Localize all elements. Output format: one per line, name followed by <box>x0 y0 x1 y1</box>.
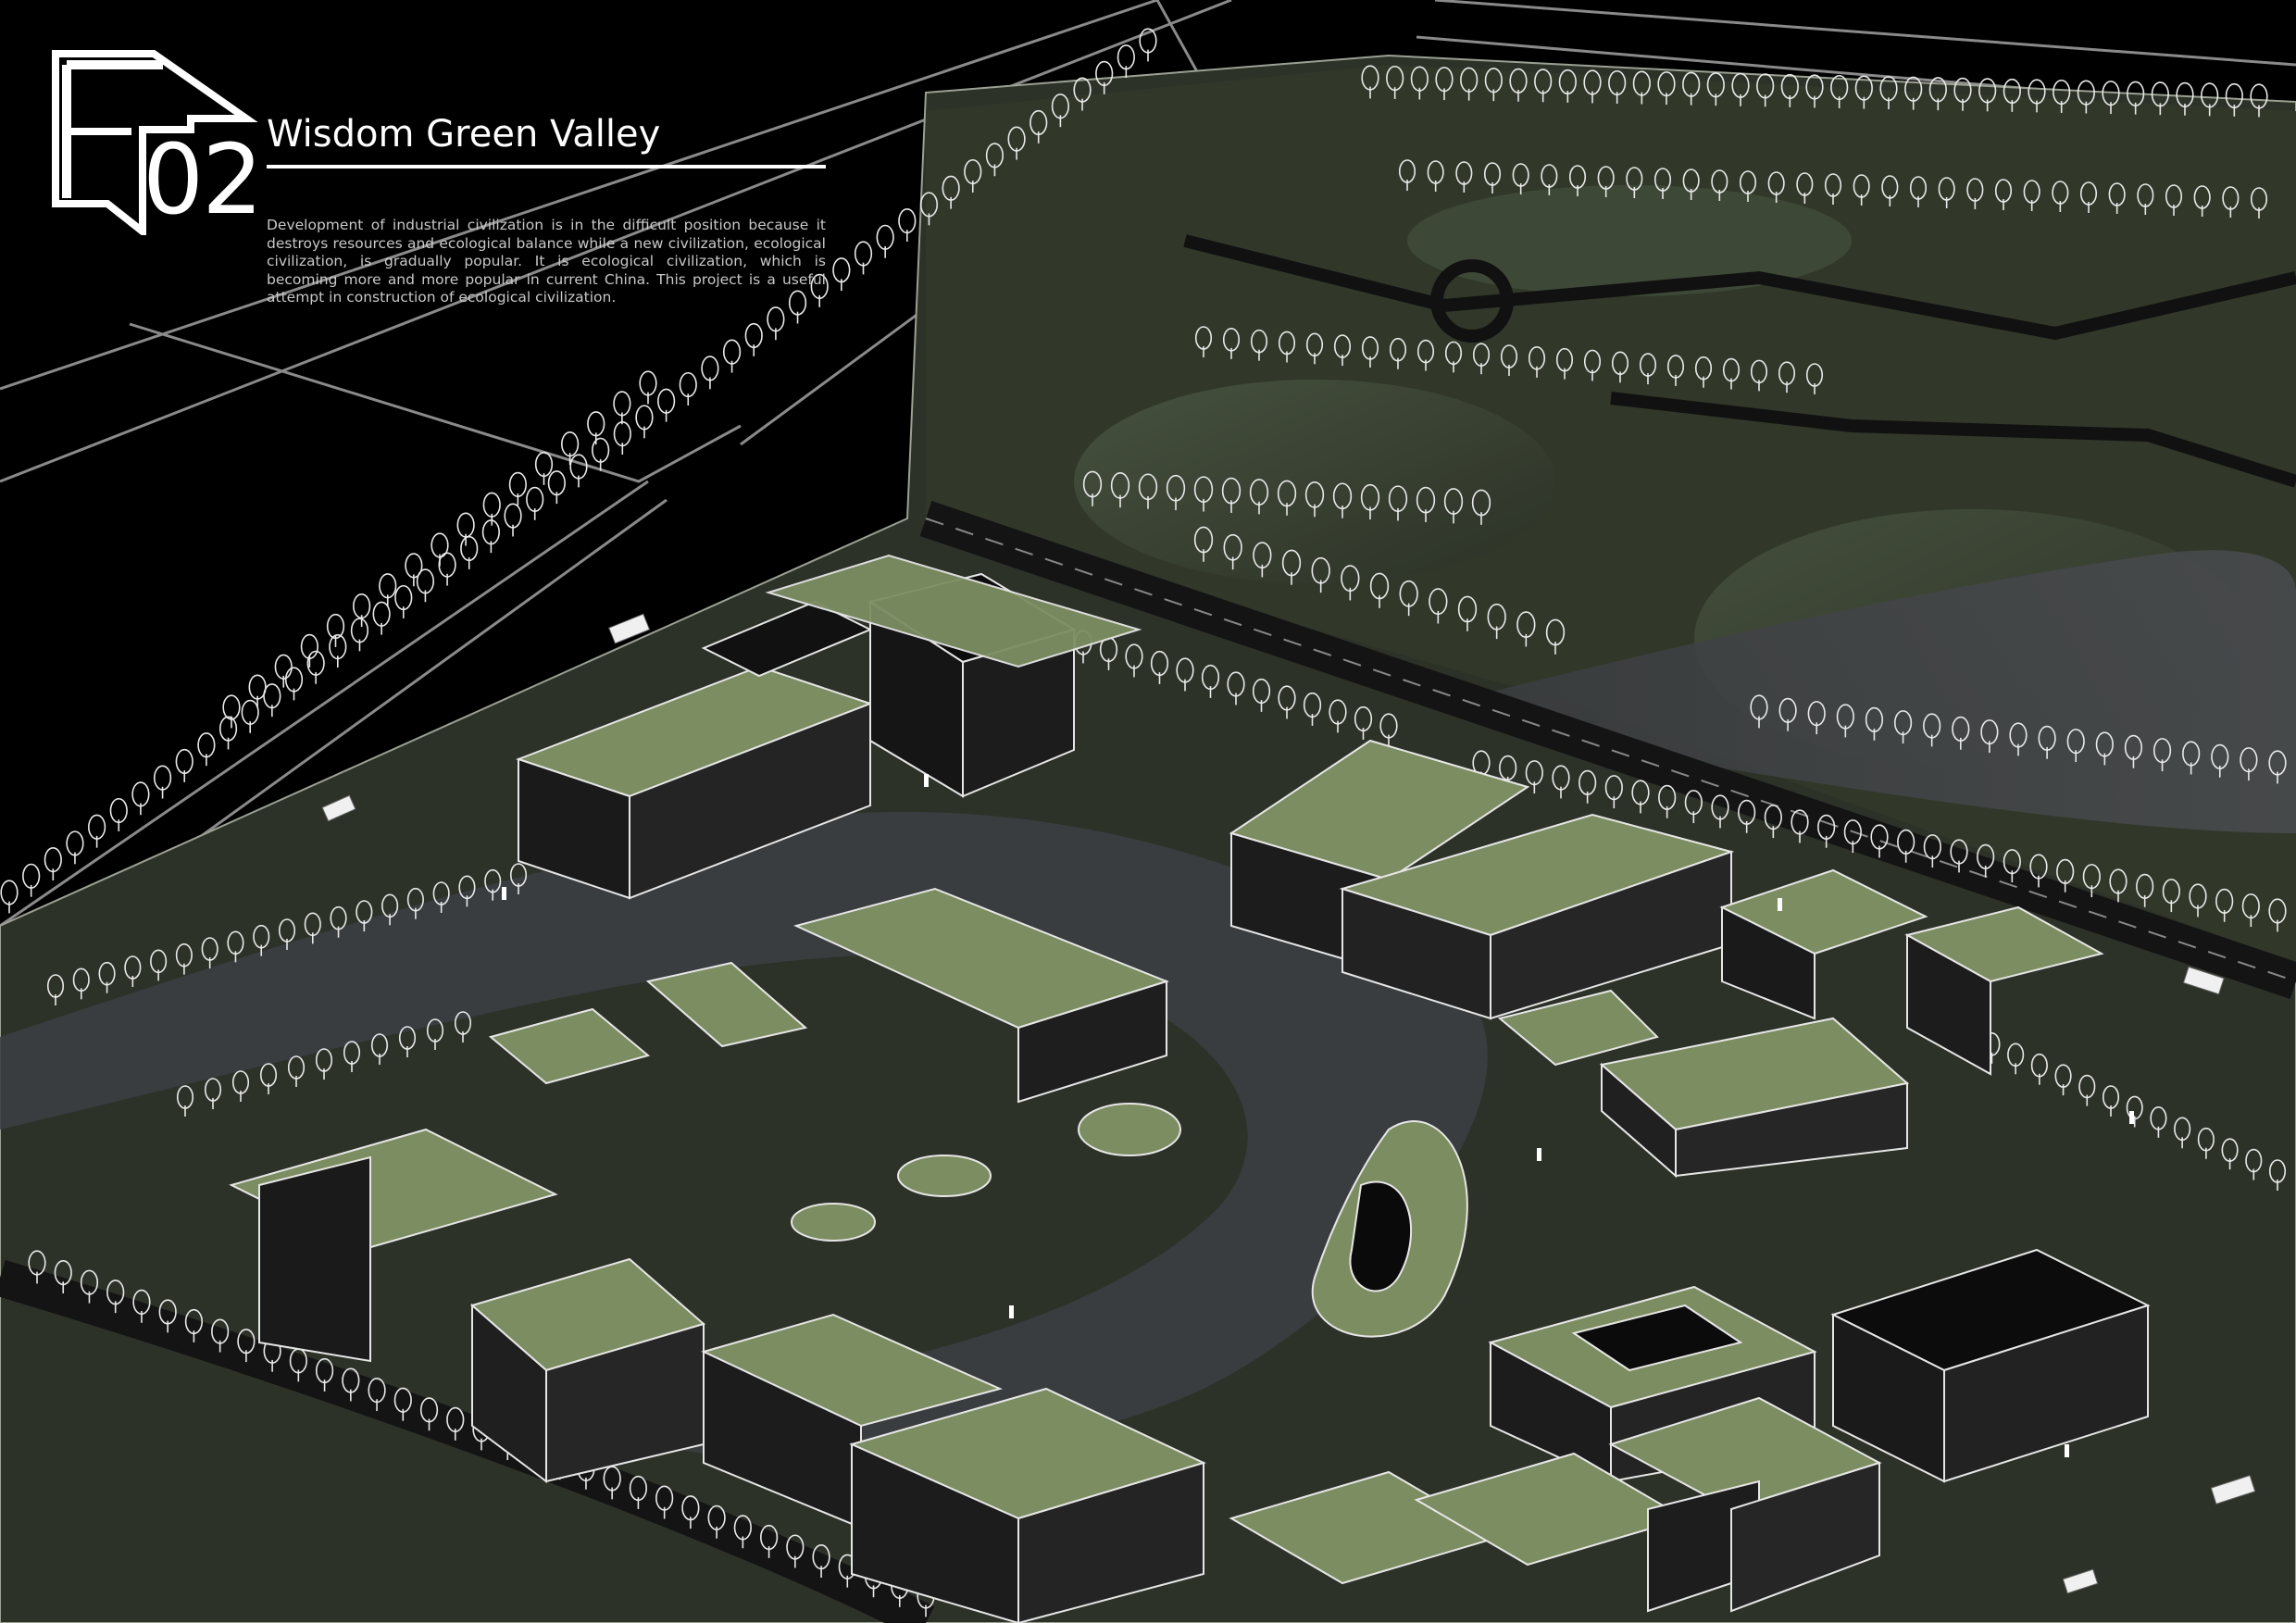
tree-icon <box>44 847 62 873</box>
tree-icon <box>508 471 527 497</box>
vehicles <box>321 613 2256 1594</box>
tree-icon <box>353 593 371 619</box>
hill <box>1407 185 1852 296</box>
river <box>1444 550 2296 833</box>
project-number: 02 <box>143 123 263 236</box>
tree-icon <box>88 814 106 840</box>
title-block: 02 Wisdom Green Valley Development of in… <box>52 50 830 328</box>
building-cluster-south <box>229 1128 1206 1623</box>
tree-icon <box>657 388 676 414</box>
f-monogram-icon <box>52 50 258 240</box>
tree-icon <box>379 573 397 599</box>
tree-icon <box>561 431 580 457</box>
tree-icon <box>547 470 566 496</box>
tree-icon <box>898 208 917 234</box>
tree-icon <box>456 512 475 538</box>
tree-layer <box>0 28 2287 1617</box>
tree-icon <box>153 765 172 791</box>
tree-icon <box>222 694 241 720</box>
tree-icon <box>460 535 479 562</box>
tree-icon <box>722 339 742 365</box>
tree-icon <box>592 437 610 463</box>
tree-icon <box>66 830 84 856</box>
tree-icon <box>832 257 851 283</box>
tree-icon <box>854 241 873 267</box>
tree-icon <box>218 716 238 742</box>
tree-icon <box>350 618 369 643</box>
tree-icon <box>482 492 501 518</box>
tree-icon <box>587 411 605 437</box>
tree-icon <box>613 391 631 417</box>
tree-icon <box>0 880 19 905</box>
tree-icon <box>284 667 304 693</box>
tree-icon <box>175 748 193 775</box>
tree-icon <box>248 674 267 700</box>
tree-icon <box>241 699 259 725</box>
f-monogram-logo <box>52 50 265 240</box>
tree-icon <box>679 371 697 398</box>
people <box>502 774 2134 1457</box>
tree-icon <box>131 781 150 807</box>
tree-icon <box>197 732 216 758</box>
title-underline <box>267 165 826 169</box>
tree-icon <box>876 224 894 250</box>
tree-icon <box>569 454 588 480</box>
tree-icon <box>701 356 719 381</box>
building-cluster-center <box>488 887 1910 1338</box>
tree-icon <box>1117 44 1135 70</box>
building-cluster-north <box>516 554 1142 900</box>
park-roads <box>1183 234 2296 488</box>
tree-icon <box>430 532 449 558</box>
building-cluster-southeast <box>1229 1248 2151 1613</box>
tree-icon <box>394 584 413 611</box>
tree-icon <box>109 797 128 824</box>
tree-icon <box>22 863 41 889</box>
project-title: Wisdom Green Valley <box>267 113 661 156</box>
tree-icon <box>405 553 423 579</box>
hill <box>1074 380 1555 583</box>
tree-icon <box>613 421 631 447</box>
tree-icon <box>274 654 293 680</box>
project-description: Development of industrial civilization i… <box>267 217 826 306</box>
tree-icon <box>639 370 657 396</box>
tree-icon <box>481 519 500 545</box>
tree-icon <box>635 405 654 431</box>
building-cluster-east <box>1229 739 2104 1076</box>
tree-icon <box>526 486 544 512</box>
tree-icon <box>534 451 554 478</box>
tree-icon <box>504 503 522 529</box>
